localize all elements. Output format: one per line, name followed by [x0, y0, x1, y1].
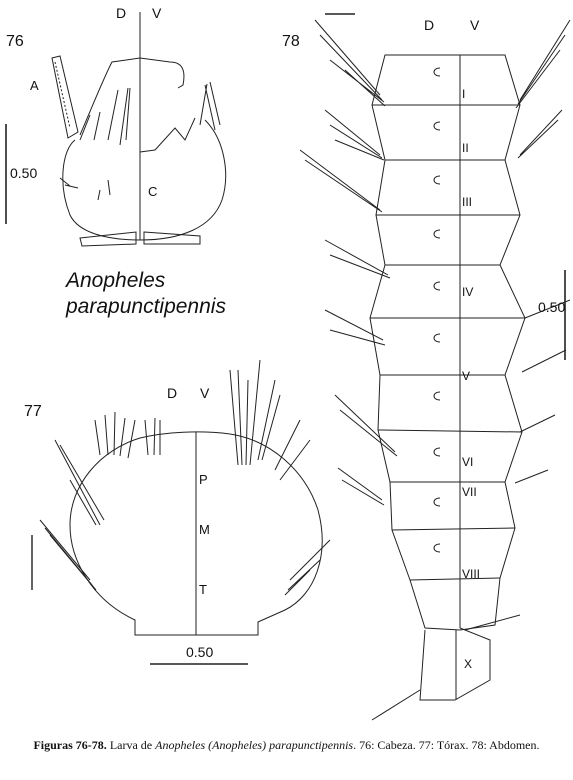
panel-78-dorsal-label: D — [424, 17, 434, 33]
head-drawing — [51, 12, 227, 247]
panel-77-metathorax-label: T — [199, 582, 207, 597]
segment-label-iv: IV — [462, 285, 473, 299]
panel-78-number: 78 — [282, 33, 300, 50]
thorax-drawing — [31, 359, 331, 636]
segment-label-x: X — [464, 657, 472, 671]
panel-77-mesothorax-label: M — [199, 522, 210, 537]
species-name: Anopheles parapunctipennis — [66, 268, 226, 320]
species-name-epithet: parapunctipennis — [66, 295, 226, 318]
segment-label-vii: VII — [462, 485, 477, 499]
segment-label-v: V — [462, 369, 470, 383]
abdomen-drawing — [299, 13, 571, 721]
panel-76-scale-label: 0.50 — [10, 165, 37, 181]
panel-78-scale-label: 0.50 — [538, 299, 565, 315]
panel-78-ventral-label: V — [470, 17, 480, 33]
caption-figure-numbers: Figuras 76-78. — [33, 738, 107, 752]
panel-77-scale-label: 0.50 — [186, 644, 213, 660]
panel-76-label-c: C — [148, 184, 157, 199]
panel-77-number: 77 — [24, 403, 42, 420]
figure-caption: Figuras 76-78. Larva de Anopheles (Anoph… — [10, 738, 563, 752]
panel-77-prothorax-label: P — [199, 472, 208, 487]
segment-label-ii: II — [462, 141, 469, 155]
panel-76-number: 76 — [6, 33, 24, 50]
panel-77-ventral-label: V — [200, 385, 210, 401]
caption-text-1: Larva de — [106, 738, 156, 752]
panel-76-dorsal-label: D — [116, 5, 126, 21]
caption-text-2: . 76: Cabeza. 77: Tórax. 78: Abdomen. — [353, 738, 540, 752]
panel-77-dorsal-label: D — [167, 385, 177, 401]
species-name-genus: Anopheles — [66, 269, 166, 292]
caption-species: Anopheles (Anopheles) parapunctipennis — [155, 738, 354, 752]
panel-76-antenna-label: A — [30, 78, 39, 93]
segment-label-viii: VIII — [462, 567, 480, 581]
segment-label-i: I — [462, 87, 465, 101]
panel-76-ventral-label: V — [152, 5, 162, 21]
segment-label-iii: III — [462, 195, 472, 209]
segment-label-vi: VI — [462, 455, 473, 469]
